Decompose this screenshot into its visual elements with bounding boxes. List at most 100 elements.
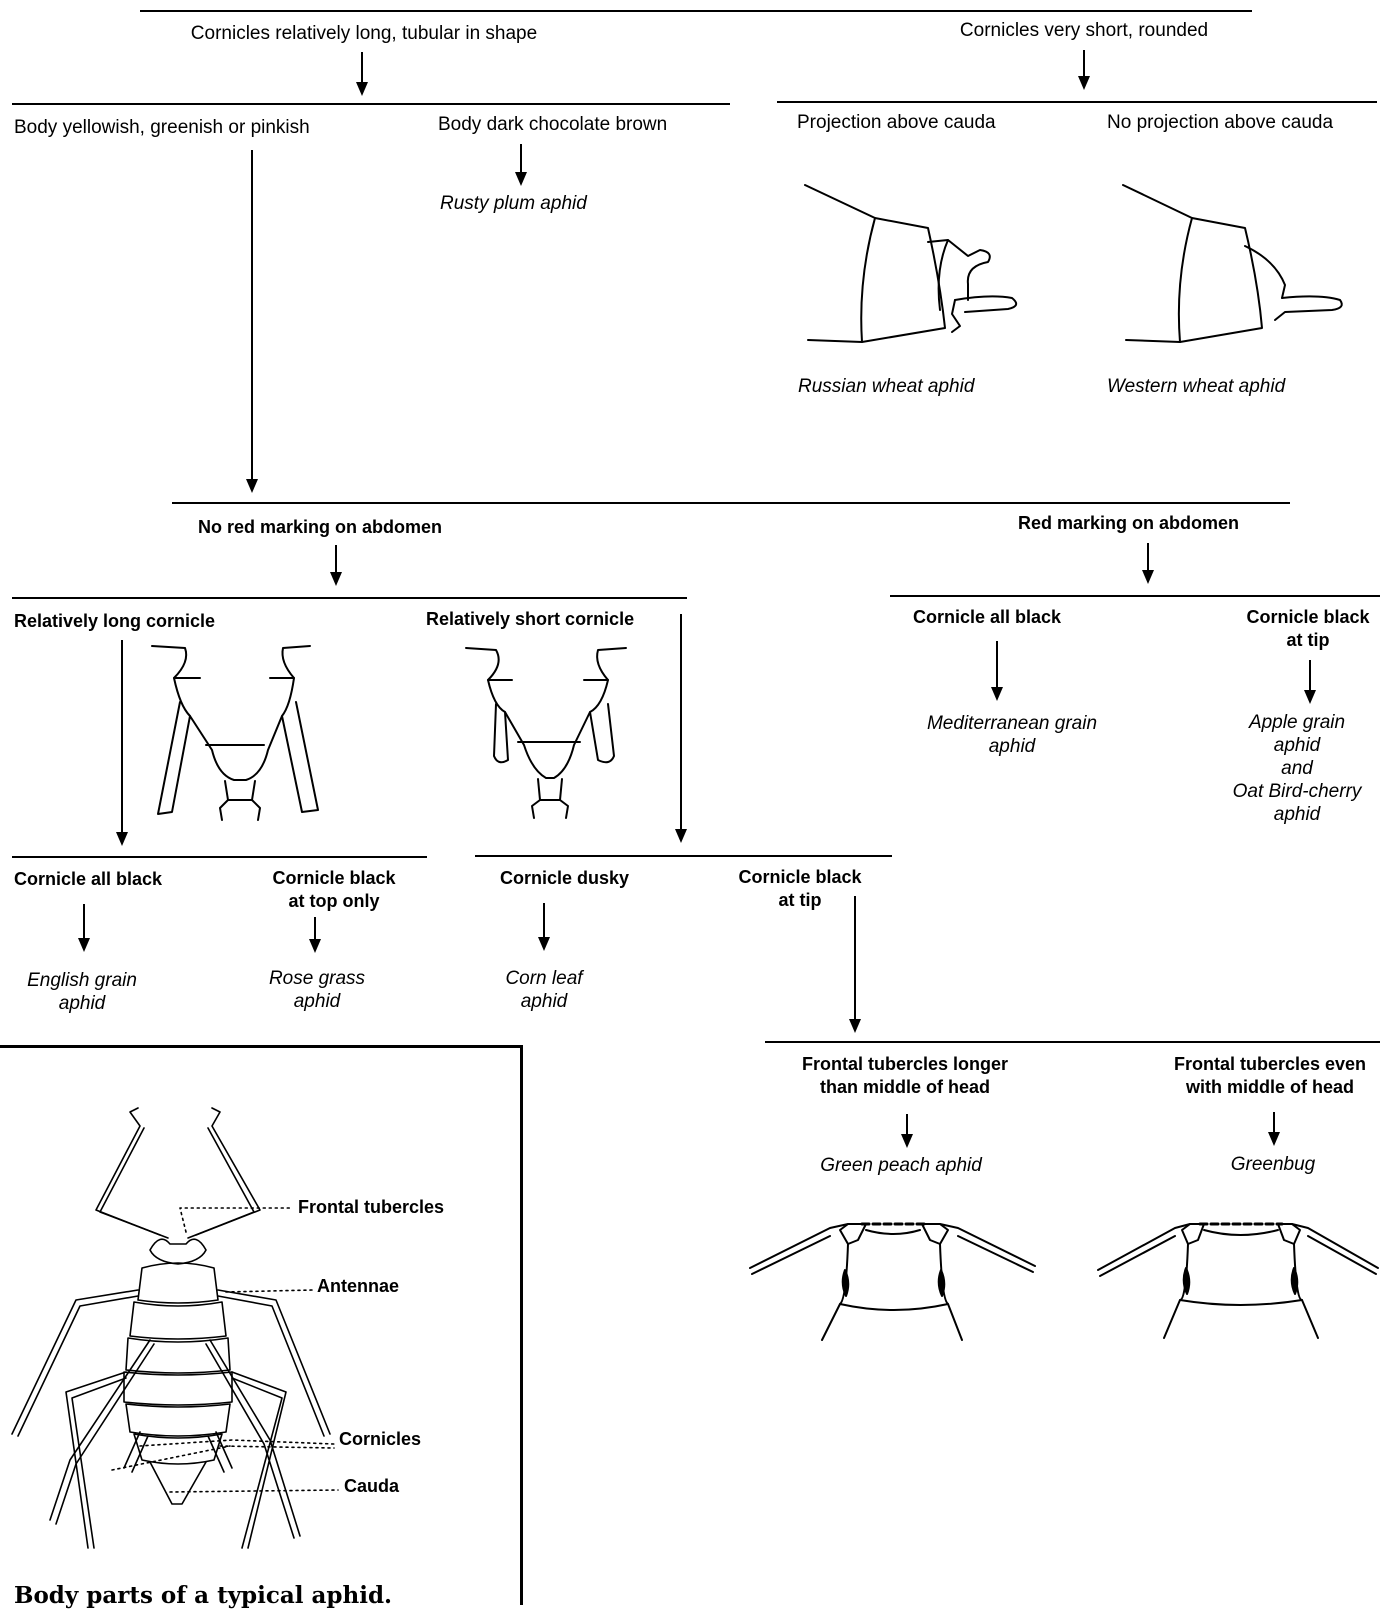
label-frontal-tubercles: Frontal tubercles: [298, 1197, 445, 1217]
line-l5-left: [12, 856, 427, 858]
text-line: at top only: [288, 891, 380, 911]
line-l2-left: [12, 103, 730, 105]
green-peach-head-drawing: [749, 1222, 1036, 1341]
text-line: aphid: [1273, 735, 1321, 756]
text-line: aphid: [988, 736, 1036, 757]
label-cornicles: Cornicles: [339, 1429, 422, 1449]
arrow-head: [901, 1134, 913, 1148]
arrow-shaft: [906, 1114, 908, 1134]
arrow-shaft: [996, 641, 998, 687]
label-red: Red marking on abdomen: [1018, 513, 1240, 533]
label-body-brown: Body dark chocolate brown: [438, 114, 668, 135]
arrow-head: [1268, 1132, 1280, 1146]
text-line: Apple grain: [1248, 712, 1346, 733]
result-western-wheat: Western wheat aphid: [1107, 376, 1286, 397]
result-corn-leaf: Corn leaf aphid: [505, 967, 582, 1013]
arrow-shaft: [121, 640, 123, 832]
arrow-shaft: [1083, 50, 1085, 80]
text-line: Frontal tubercles even: [1173, 1054, 1367, 1074]
text-line: aphid: [520, 991, 568, 1012]
long-cornicle-drawing: [151, 645, 319, 821]
arrow-shaft: [314, 917, 316, 939]
arrow-head: [356, 82, 368, 96]
label-black-top-only: Cornicle black at top only: [272, 867, 395, 913]
text-line: Mediterranean grain: [926, 713, 1098, 734]
label-tubercles-even: Frontal tubercles even with middle of he…: [1174, 1053, 1366, 1099]
arrow-shaft: [543, 903, 545, 937]
top-line-left: [140, 10, 1252, 12]
western-wheat-abdomen-drawing: [1122, 184, 1343, 343]
result-rose-grass: Rose grass aphid: [269, 967, 365, 1013]
text-line: and: [1281, 758, 1313, 779]
arrow-head: [246, 479, 258, 493]
label-cornicles-long: Cornicles relatively long, tubular in sh…: [190, 23, 538, 44]
text-line: Corn leaf: [505, 968, 583, 989]
russian-wheat-abdomen-drawing: [804, 184, 1018, 343]
label-projection: Projection above cauda: [797, 112, 996, 133]
result-green-peach: Green peach aphid: [820, 1155, 982, 1176]
label-cauda: Cauda: [344, 1476, 400, 1496]
text-line: Rose grass: [268, 968, 366, 989]
text-line: Cornicle black: [272, 868, 396, 888]
arrow-shaft: [83, 904, 85, 938]
text-line: Cornicle black: [738, 867, 862, 887]
arrow-head: [991, 687, 1003, 701]
arrow-shaft: [680, 614, 682, 829]
text-line: Cornicle black: [1246, 607, 1370, 627]
text-line: aphid: [1273, 804, 1321, 825]
arrow-head: [116, 832, 128, 846]
text-line: Frontal tubercles longer: [801, 1054, 1009, 1074]
label-no-projection: No projection above cauda: [1107, 112, 1334, 133]
text-line: at tip: [1286, 630, 1330, 650]
arrow-head: [675, 829, 687, 843]
text-line: at tip: [778, 890, 822, 910]
label-tubercles-longer: Frontal tubercles longer than middle of …: [802, 1053, 1008, 1099]
label-cornicles-short: Cornicles very short, rounded: [959, 20, 1209, 41]
arrow-head: [1078, 76, 1090, 90]
arrow-shaft: [1147, 543, 1149, 571]
label-black-tip: Cornicle black at tip: [738, 866, 861, 912]
label-antennae: Antennae: [317, 1276, 400, 1296]
long-arrow-shaft: [251, 150, 253, 480]
line-l3: [172, 502, 1290, 504]
body-parts-box: [0, 1045, 523, 1605]
short-cornicle-drawing: [465, 647, 627, 819]
line-l5-right: [475, 855, 892, 857]
text-line: aphid: [293, 991, 341, 1012]
label-red-black-tip: Cornicle black at tip: [1246, 606, 1369, 652]
result-greenbug: Greenbug: [1230, 1154, 1316, 1175]
arrow-head: [538, 937, 550, 951]
label-no-red: No red marking on abdomen: [198, 517, 443, 537]
arrow-head: [1142, 570, 1154, 584]
arrow-shaft: [520, 144, 522, 174]
arrow-shaft: [1273, 1112, 1275, 1132]
text-line: aphid: [58, 993, 106, 1014]
arrow-shaft: [361, 52, 363, 82]
label-short-cornicle: Relatively short cornicle: [426, 609, 635, 629]
label-all-black: Cornicle all black: [14, 869, 163, 889]
greenbug-head-drawing: [1097, 1222, 1379, 1339]
label-red-all-black: Cornicle all black: [913, 607, 1062, 627]
line-l4-right: [890, 595, 1380, 597]
typical-aphid-drawing: [11, 1107, 339, 1549]
text-line: with middle of head: [1185, 1077, 1354, 1097]
result-english-grain: English grain aphid: [27, 969, 137, 1015]
result-russian-wheat: Russian wheat aphid: [798, 376, 975, 397]
line-l6: [765, 1041, 1380, 1043]
arrow-head: [849, 1019, 861, 1033]
arrow-shaft: [1309, 660, 1311, 690]
arrow-shaft: [854, 896, 856, 1019]
arrow-head: [309, 939, 321, 953]
text-line: English grain: [27, 970, 137, 991]
arrow-head: [515, 172, 527, 186]
line-l2-right: [777, 101, 1377, 103]
text-line: Oat Bird-cherry: [1232, 781, 1362, 802]
arrow-head: [78, 938, 90, 952]
label-long-cornicle: Relatively long cornicle: [14, 611, 216, 631]
label-dusky: Cornicle dusky: [500, 868, 630, 888]
text-line: than middle of head: [819, 1077, 991, 1097]
result-rusty-plum: Rusty plum aphid: [440, 193, 587, 214]
arrow-head: [1304, 690, 1316, 704]
result-mediterranean: Mediterranean grain aphid: [927, 712, 1097, 758]
